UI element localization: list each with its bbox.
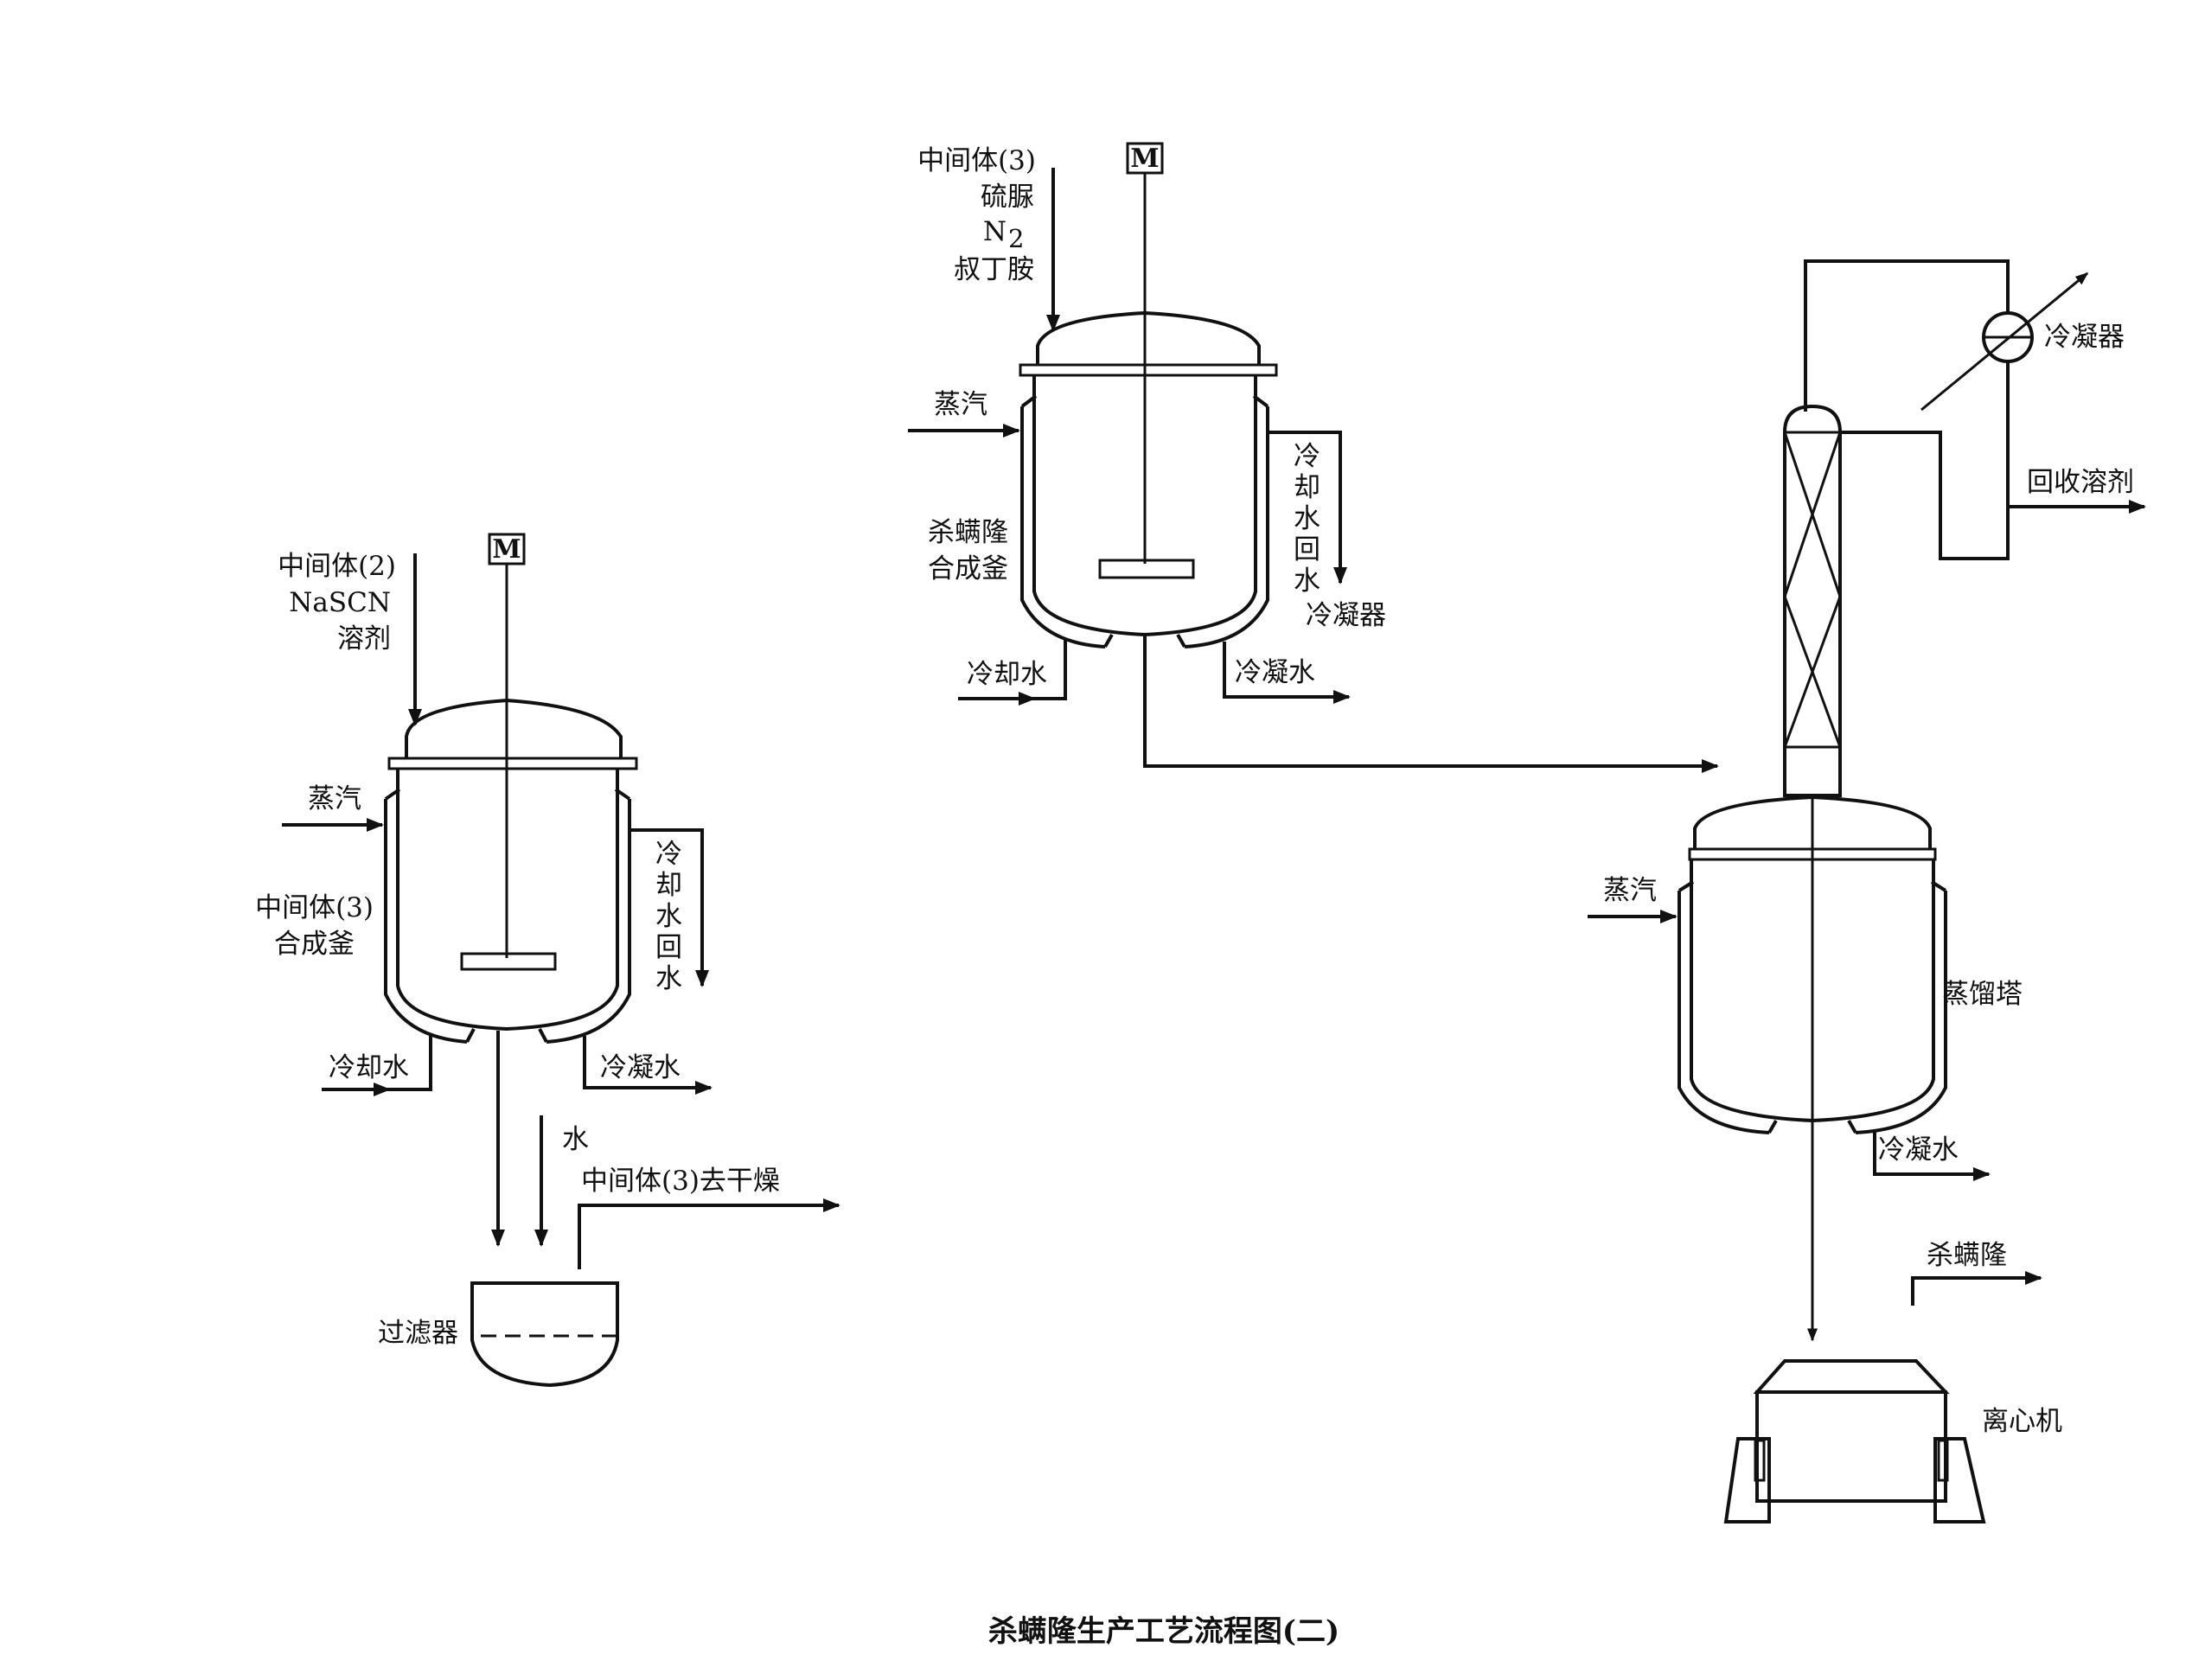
mid-agitator-blade [1098, 559, 1195, 579]
overhead-condenser-label: 冷凝器 [2044, 322, 2125, 353]
mid-reactor-flange [1019, 363, 1278, 377]
middle-reactor: M [908, 142, 1719, 773]
mid-reactor-head [1036, 310, 1261, 365]
left-reactor-flange [387, 757, 638, 770]
left-reactor-name-1: 中间体(3) [255, 892, 374, 923]
svg-text:却: 却 [655, 870, 682, 901]
recovered-solvent-label: 回收溶剂 [2027, 467, 2134, 498]
still-condensate-line [1873, 1129, 1991, 1181]
overhead-vapor-line [1804, 259, 2010, 412]
mid-cooling-return-label: 冷 却 水 回 水 [1294, 441, 1320, 597]
mid-steam-label: 蒸汽 [934, 389, 987, 420]
mid-feed-label-3: N [983, 216, 1007, 247]
filter-vessel [470, 1281, 619, 1388]
left-product-line [578, 1198, 840, 1269]
filter-label: 过滤器 [378, 1318, 458, 1349]
left-feed-label-1: 中间体(2) [278, 551, 396, 582]
tower-label: 蒸馏塔 [1942, 979, 2023, 1010]
mid-cooling-water-label: 冷却水 [967, 659, 1047, 690]
still-jacket [1678, 891, 1770, 1134]
left-cooling-water-label: 冷却水 [329, 1052, 409, 1083]
left-water-label: 水 [562, 1124, 589, 1155]
product-label: 杀螨隆 [1927, 1240, 2007, 1271]
distillation-unit [1588, 259, 2146, 1523]
left-agitator-blade [460, 952, 557, 971]
left-reactor-name-2: 合成釜 [274, 929, 355, 960]
mid-reactor-name-1: 杀螨隆 [928, 517, 1008, 548]
left-motor-symbol: M [492, 534, 521, 565]
svg-text:水: 水 [1294, 503, 1320, 534]
svg-text:冷: 冷 [1294, 441, 1320, 472]
mid-reactor-name-2: 合成釜 [928, 553, 1008, 584]
mid-transfer-line [1143, 636, 1719, 773]
mid-feed-label-1: 中间体(3) [917, 145, 1036, 176]
mid-motor-symbol: M [1130, 144, 1159, 174]
mid-reactor-vessel [1032, 375, 1257, 637]
recovery-line [1840, 361, 2010, 560]
svg-text:水: 水 [655, 963, 682, 994]
svg-text:回: 回 [655, 932, 682, 963]
mid-reactor-jacket [1020, 406, 1106, 648]
left-reactor: M [282, 533, 840, 1388]
centrifuge-leg-right [1933, 1437, 1986, 1523]
svg-text:水: 水 [655, 901, 682, 932]
mid-feed-label-3-sub: 2 [1008, 224, 1024, 253]
svg-text:却: 却 [1294, 472, 1320, 503]
left-condensate-line [583, 1036, 713, 1095]
centrifuge-leg-left [1723, 1437, 1771, 1523]
left-steam-label: 蒸汽 [308, 783, 361, 814]
left-cooling-return-label: 冷 却 水 回 水 [655, 839, 682, 994]
mid-condensate-line [1223, 642, 1351, 704]
svg-text:回: 回 [1294, 534, 1320, 565]
svg-text:水: 水 [1294, 565, 1320, 597]
still-steam-label: 蒸汽 [1603, 875, 1657, 906]
mid-feed-label-4: 叔丁胺 [954, 254, 1034, 285]
distillation-column [1783, 404, 1842, 797]
mid-feed-label-2: 硫脲 [981, 182, 1034, 213]
centrifuge-label: 离心机 [1982, 1406, 2062, 1437]
left-cooling-return-line [629, 828, 709, 987]
centrifuge-body [1753, 1359, 1950, 1394]
still-condensate-label: 冷凝水 [1878, 1134, 1959, 1166]
mid-condenser-label: 冷凝器 [1306, 600, 1386, 631]
left-reactor-vessel [396, 769, 619, 1032]
left-condensate-label: 冷凝水 [600, 1052, 681, 1083]
left-feed-label-2: NaSCN [289, 587, 391, 618]
left-product-label: 中间体(3)去干燥 [581, 1166, 780, 1197]
svg-text:冷: 冷 [655, 839, 682, 870]
mid-condensate-label: 冷凝水 [1235, 657, 1315, 688]
left-reactor-head [405, 698, 623, 758]
left-feed-label-3: 溶剂 [337, 623, 391, 655]
condenser-coolant-arrow [1920, 271, 2089, 412]
diagram-caption: 杀螨隆生产工艺流程图(二) [988, 1614, 1339, 1649]
left-reactor-jacket [384, 799, 468, 1044]
mid-cooling-return-line [1268, 431, 1347, 584]
